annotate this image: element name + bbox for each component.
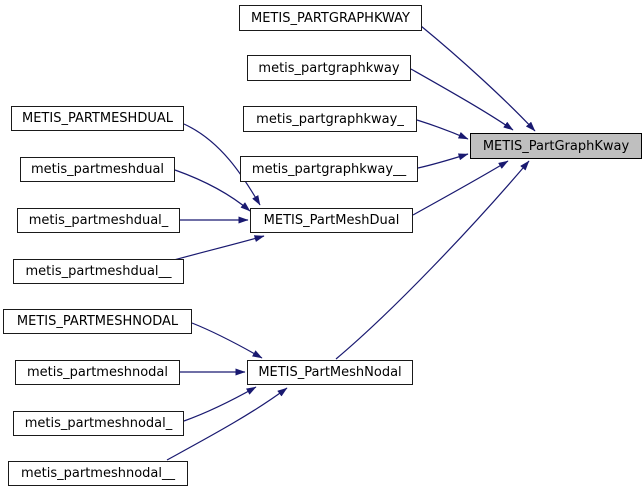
node-metis_partgraphkway_[interactable]: metis_partgraphkway_ [243,106,417,132]
node-METIS_PARTMESHDUAL[interactable]: METIS_PARTMESHDUAL [11,106,184,131]
edge-METIS_PARTMESHDUAL-to-METIS_PartMeshDual [183,123,261,206]
node-label: metis_partmeshnodal__ [20,466,175,481]
edge-group [166,25,536,461]
node-METIS_PARTMESHNODAL[interactable]: METIS_PARTMESHNODAL [3,309,192,334]
node-label: METIS_PartGraphKway [482,138,630,154]
node-label: METIS_PARTGRAPHKWAY [250,10,410,26]
edge-metis_partmeshdual__-to-METIS_PartMeshDual [173,235,265,261]
node-metis_partmeshnodal[interactable]: metis_partmeshnodal [15,360,180,385]
node-metis_partmeshdual__[interactable]: metis_partmeshdual__ [13,259,184,284]
edge-METIS_PARTGRAPHKWAY-to-METIS_PartGraphKway [420,25,536,132]
node-label: METIS_PartMeshNodal [258,365,402,380]
node-metis_partmeshnodal_[interactable]: metis_partmeshnodal_ [13,411,184,436]
edge-metis_partmeshnodal__-to-METIS_PartMeshNodal [166,387,288,461]
node-METIS_PARTGRAPHKWAY[interactable]: METIS_PARTGRAPHKWAY [239,5,422,31]
node-label: metis_partmeshdual [30,162,165,177]
edge-METIS_PartMeshNodal-to-METIS_PartGraphKway [335,160,530,360]
node-metis_partgraphkway[interactable]: metis_partgraphkway [247,55,411,81]
node-label: METIS_PARTMESHNODAL [16,314,179,329]
node-label: metis_partmeshnodal_ [24,416,173,431]
node-metis_partmeshdual[interactable]: metis_partmeshdual [20,157,175,182]
node-METIS_PartMeshDual[interactable]: METIS_PartMeshDual [250,208,413,233]
node-label: METIS_PARTMESHDUAL [21,111,173,126]
node-label: metis_partmeshnodal [26,365,168,380]
node-metis_partmeshdual_[interactable]: metis_partmeshdual_ [17,208,180,233]
node-metis_partgraphkway__[interactable]: metis_partgraphkway__ [240,156,418,182]
node-label: metis_partgraphkway [258,60,400,76]
edge-metis_partmeshnodal_-to-METIS_PartMeshNodal [183,386,257,422]
node-label: metis_partmeshdual__ [25,264,172,279]
node-METIS_PartMeshNodal[interactable]: METIS_PartMeshNodal [247,360,413,385]
edge-METIS_PartMeshDual-to-METIS_PartGraphKway [412,160,509,216]
edge-metis_partgraphkway-to-METIS_PartGraphKway [410,68,514,131]
edge-METIS_PARTMESHNODAL-to-METIS_PartMeshNodal [191,322,263,359]
node-label: metis_partgraphkway__ [251,161,407,177]
node-label: metis_partgraphkway_ [256,111,404,127]
node-label: metis_partmeshdual_ [28,213,169,228]
node-METIS_PartGraphKway: METIS_PartGraphKway [470,133,642,159]
node-label: METIS_PartMeshDual [263,213,400,228]
edge-metis_partgraphkway_-to-METIS_PartGraphKway [416,119,469,140]
edge-metis_partgraphkway__-to-METIS_PartGraphKway [417,153,469,169]
node-metis_partmeshnodal__[interactable]: metis_partmeshnodal__ [8,461,188,486]
edge-metis_partmeshdual-to-METIS_PartMeshDual [174,169,251,212]
